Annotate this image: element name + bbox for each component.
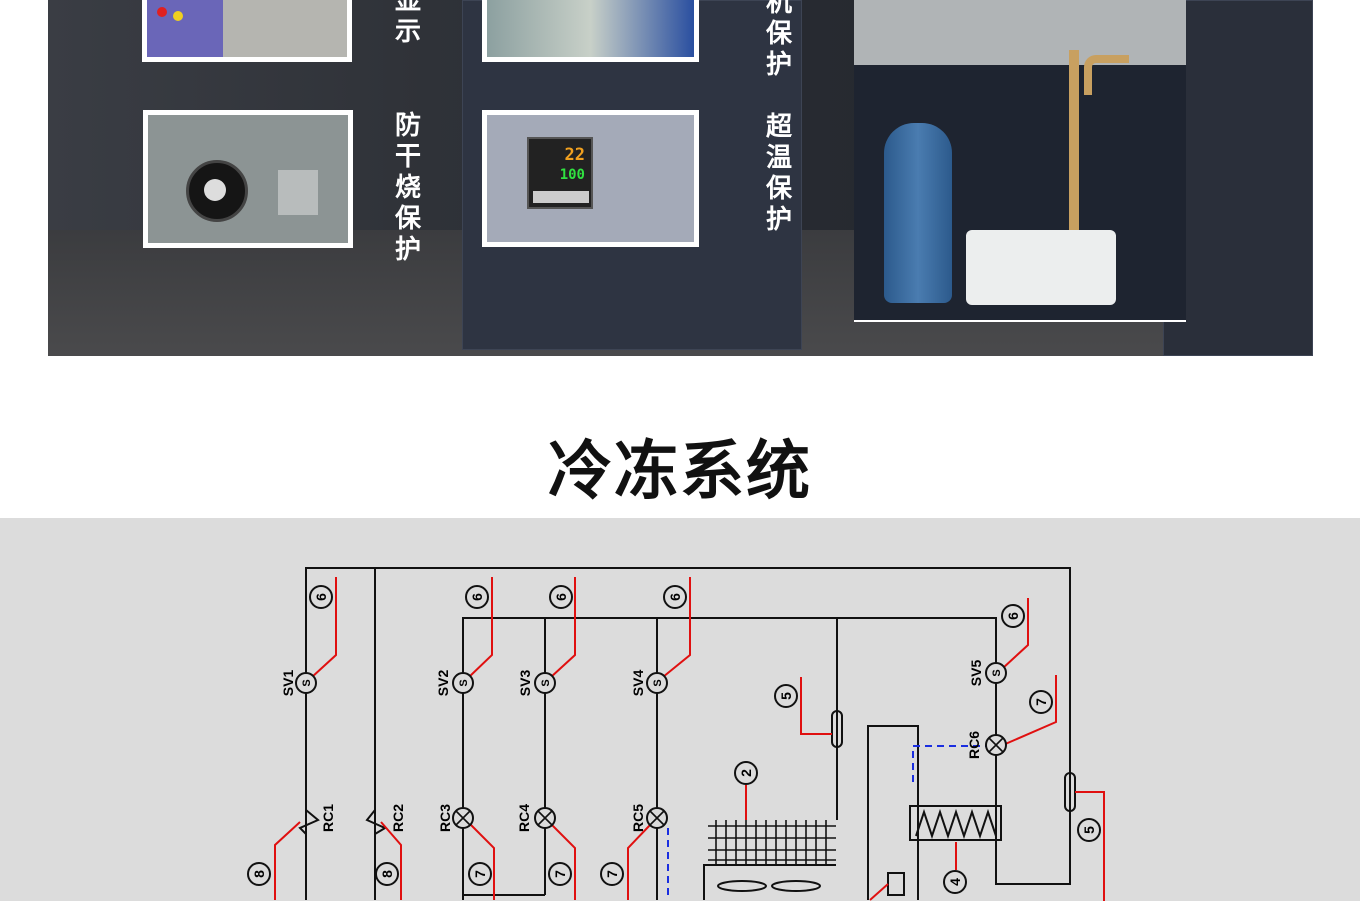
sv5-label: SV5 bbox=[968, 660, 984, 687]
rc6-label: RC6 bbox=[966, 731, 982, 759]
pipe-lines bbox=[298, 567, 1076, 900]
callout-6: 6 bbox=[553, 593, 569, 601]
sv3-label: SV3 bbox=[517, 670, 533, 697]
callout-7: 7 bbox=[604, 870, 620, 878]
expansion-crosses bbox=[455, 737, 1004, 826]
callout-5: 5 bbox=[778, 692, 794, 700]
controller-readout-top: 22 bbox=[564, 145, 585, 165]
rc5-label: RC5 bbox=[630, 804, 646, 832]
controller-readout-bottom: 100 bbox=[559, 167, 585, 183]
rc3-label: RC3 bbox=[437, 804, 453, 832]
rc4-label: RC4 bbox=[516, 804, 532, 832]
refrigeration-unit-photo bbox=[854, 0, 1186, 322]
sv1-label: SV1 bbox=[280, 670, 296, 697]
callout-circles bbox=[247, 585, 1101, 894]
callout-2: 2 bbox=[738, 769, 754, 777]
dry-burn-photo bbox=[143, 110, 353, 248]
signal-lines bbox=[274, 577, 1105, 905]
compressor-photo bbox=[482, 0, 699, 62]
refrigeration-diagram: S S S S S SV1 SV2 SV3 SV4 SV5 RC1 RC2 RC… bbox=[0, 518, 1360, 905]
overtemp-protection-label: 超温保护 bbox=[765, 112, 792, 235]
sv2-symbol: S bbox=[458, 679, 470, 686]
display-label: 显示 bbox=[394, 0, 421, 47]
controller-photo: 22 100 bbox=[482, 110, 699, 247]
condenser bbox=[708, 820, 836, 866]
sv5-symbol: S bbox=[991, 669, 1003, 676]
callout-8: 8 bbox=[251, 870, 267, 878]
dry-burn-protection-label: 防干烧保护 bbox=[394, 111, 421, 265]
valve-s-marks: S S S S S bbox=[301, 669, 1003, 686]
callout-6: 6 bbox=[313, 593, 329, 601]
sv2-label: SV2 bbox=[435, 670, 451, 697]
sv4-symbol: S bbox=[652, 679, 664, 686]
callout-6: 6 bbox=[1005, 612, 1021, 620]
callout-7: 7 bbox=[1033, 698, 1049, 706]
aux-lines bbox=[667, 745, 990, 900]
callout-8: 8 bbox=[379, 870, 395, 878]
feature-banner: 显示 机保护 防干烧保护 22 100 超温保护 bbox=[48, 0, 1313, 356]
callout-6: 6 bbox=[667, 593, 683, 601]
callout-7: 7 bbox=[472, 870, 488, 878]
chamber-background bbox=[1163, 0, 1313, 356]
component-labels: SV1 SV2 SV3 SV4 SV5 RC1 RC2 RC3 RC4 RC5 … bbox=[280, 660, 984, 832]
section-title: 冷冻系统 bbox=[548, 435, 812, 509]
sv3-symbol: S bbox=[540, 679, 552, 686]
sv4-label: SV4 bbox=[630, 670, 646, 697]
callout-7: 7 bbox=[552, 870, 568, 878]
callout-4: 4 bbox=[947, 878, 963, 886]
callout-numbers: 6 6 6 6 6 5 5 7 7 7 7 8 8 2 4 bbox=[251, 593, 1097, 886]
compressor-protection-label: 机保护 bbox=[765, 0, 792, 80]
rc2-label: RC2 bbox=[390, 804, 406, 832]
display-photo bbox=[142, 0, 352, 62]
valve-symbols bbox=[295, 662, 1007, 829]
rc1-label: RC1 bbox=[320, 804, 336, 832]
callout-5: 5 bbox=[1081, 826, 1097, 834]
callout-6: 6 bbox=[469, 593, 485, 601]
sv1-symbol: S bbox=[301, 679, 313, 686]
